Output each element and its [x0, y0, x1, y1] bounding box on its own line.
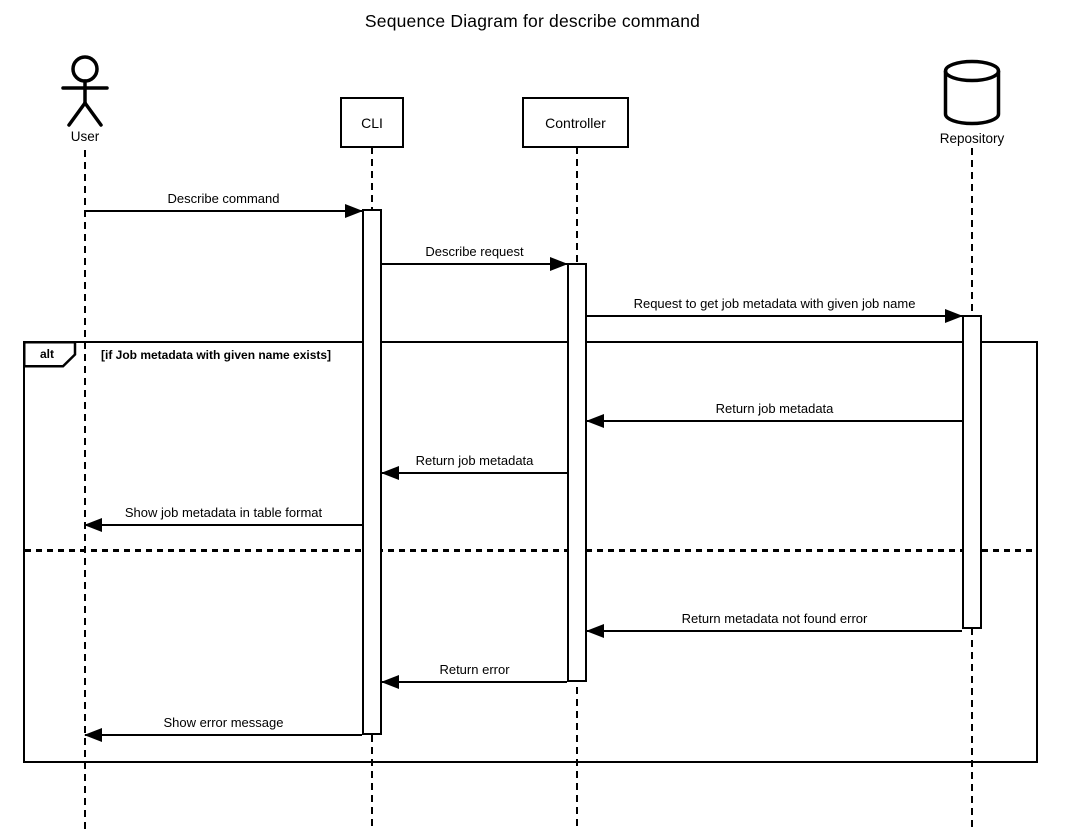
lifeline-user — [84, 150, 86, 829]
alt-condition-label: [if Job metadata with given name exists] — [101, 348, 332, 362]
alt-else-divider — [25, 549, 1036, 552]
diagram-title: Sequence Diagram for describe command — [364, 11, 701, 31]
message-request-job-metadata: Request to get job metadata with given j… — [587, 296, 963, 323]
participant-label-cli: CLI — [361, 114, 383, 131]
message-label: Return error — [439, 662, 510, 677]
message-label: Request to get job metadata with given j… — [633, 296, 916, 311]
message-return-job-metadata-repo: Return job metadata — [586, 401, 962, 428]
message-label: Return job metadata — [715, 401, 834, 416]
message-show-error-message: Show error message — [84, 715, 362, 742]
participant-label-controller: Controller — [545, 114, 606, 131]
activation-bar-controller — [567, 263, 587, 682]
alt-fragment-frame: alt [if Job metadata with given name exi… — [22, 340, 1038, 763]
message-return-not-found-error: Return metadata not found error — [586, 611, 962, 638]
arrowhead-icon — [84, 728, 102, 742]
arrowhead-icon — [84, 518, 102, 532]
arrowhead-icon — [345, 204, 363, 218]
message-line — [586, 414, 962, 428]
arrowhead-icon — [381, 675, 399, 689]
message-show-job-metadata: Show job metadata in table format — [84, 505, 362, 532]
message-line — [381, 675, 567, 689]
message-label: Return job metadata — [415, 453, 534, 468]
message-label: Show error message — [163, 715, 284, 730]
database-cylinder-icon — [943, 59, 1001, 126]
message-label: Describe command — [167, 191, 280, 206]
alt-operator-label: alt — [39, 347, 54, 361]
participant-controller: Controller — [522, 97, 629, 148]
message-line — [84, 728, 362, 742]
message-line — [381, 466, 567, 480]
message-line — [85, 204, 363, 218]
arrowhead-icon — [586, 624, 604, 638]
message-describe-command: Describe command — [85, 191, 363, 218]
message-line — [586, 624, 962, 638]
arrowhead-icon — [381, 466, 399, 480]
message-return-error: Return error — [381, 662, 567, 689]
message-line — [84, 518, 362, 532]
message-describe-request: Describe request — [382, 244, 568, 271]
message-line — [587, 309, 963, 323]
participant-label-repository: Repository — [939, 131, 1005, 146]
message-label: Return metadata not found error — [681, 611, 868, 626]
message-label: Show job metadata in table format — [124, 505, 323, 520]
alt-fragment-tab — [22, 340, 76, 367]
message-line — [382, 257, 568, 271]
participant-cli: CLI — [340, 97, 404, 148]
arrowhead-icon — [550, 257, 568, 271]
arrowhead-icon — [945, 309, 963, 323]
arrowhead-icon — [586, 414, 604, 428]
message-label: Describe request — [425, 244, 524, 259]
message-return-job-metadata-controller: Return job metadata — [381, 453, 567, 480]
participant-label-user: User — [70, 129, 100, 144]
activation-bar-cli — [362, 209, 382, 735]
actor-stick-figure-icon — [61, 55, 109, 127]
activation-bar-repository — [962, 315, 982, 629]
